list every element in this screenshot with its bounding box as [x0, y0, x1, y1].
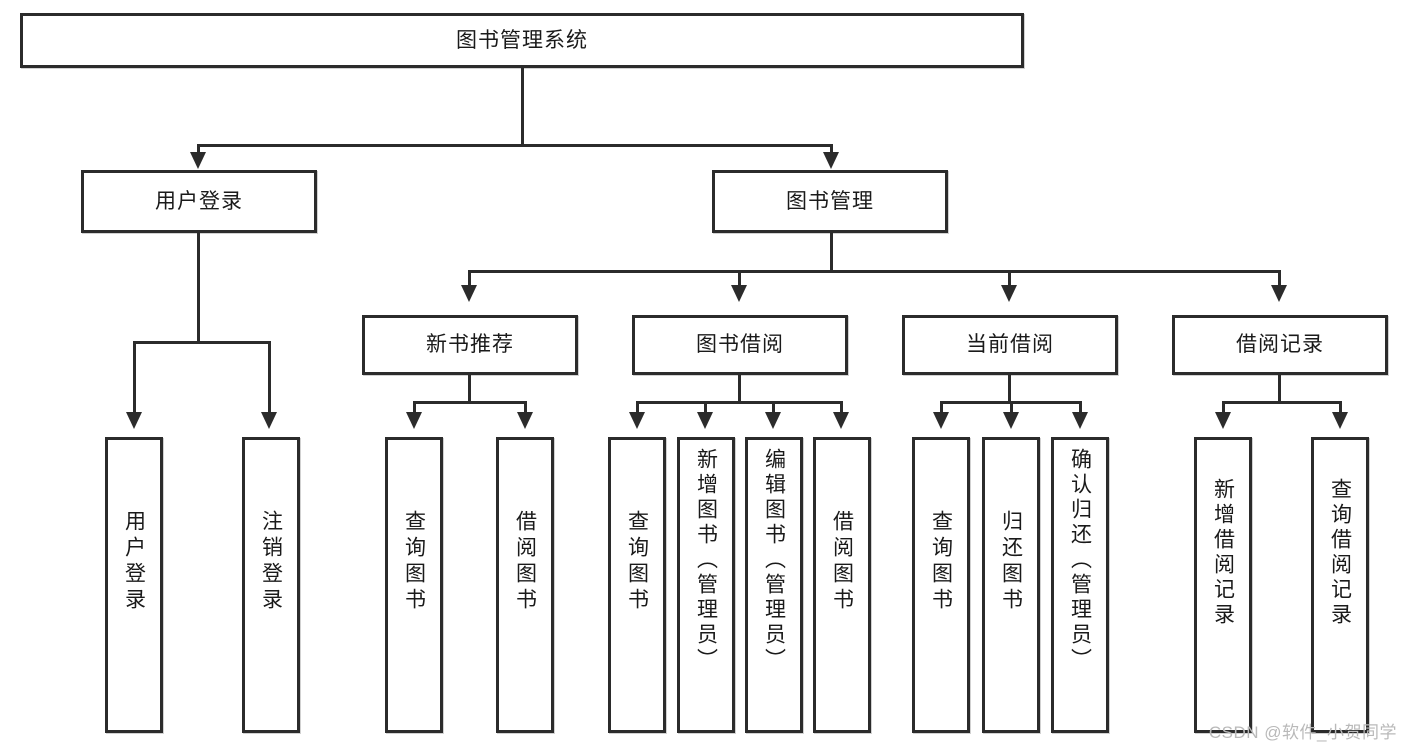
- arrow-bookborrow-leaf-3: [765, 412, 781, 429]
- arrow-currentborrow-leaf-2: [1003, 412, 1019, 429]
- node-label: 图书借阅: [696, 333, 784, 357]
- arrow-to-current-borrow: [1001, 285, 1017, 302]
- connector-user-login-stem: [197, 233, 200, 343]
- connector-new-book-stem: [468, 375, 471, 403]
- leaf-query-book-recommend[interactable]: 查询图书: [385, 437, 443, 733]
- connector-book-borrow-stem: [738, 375, 741, 403]
- connector-new-book-bus: [413, 401, 527, 404]
- node-label: 借阅记录: [1236, 333, 1324, 357]
- node-label: 新书推荐: [426, 333, 514, 357]
- arrow-newbook-leaf-1: [406, 412, 422, 429]
- node-label: 当前借阅: [966, 333, 1054, 357]
- arrow-borrowrecord-leaf-1: [1215, 412, 1231, 429]
- node-label: 用户登录: [122, 510, 146, 614]
- connector-user-login-bus: [133, 341, 271, 344]
- node-label: 新增借阅记录: [1211, 478, 1235, 628]
- leaf-logout[interactable]: 注销登录: [242, 437, 300, 733]
- connector-to-new-book: [468, 270, 471, 292]
- connector-borrowrecord-leaf-2: [1339, 401, 1342, 419]
- connector-to-leaf-logout: [268, 341, 271, 419]
- arrow-currentborrow-leaf-3: [1072, 412, 1088, 429]
- connector-to-current-borrow: [1008, 270, 1011, 292]
- node-label: 注销登录: [259, 510, 283, 614]
- node-book-management[interactable]: 图书管理: [712, 170, 948, 233]
- node-root-system[interactable]: 图书管理系统: [20, 13, 1024, 68]
- node-user-login[interactable]: 用户登录: [81, 170, 317, 233]
- arrow-to-book-borrow: [731, 285, 747, 302]
- connector-to-borrow-record: [1278, 270, 1281, 292]
- leaf-borrow-book[interactable]: 借阅图书: [813, 437, 871, 733]
- arrow-borrowrecord-leaf-2: [1332, 412, 1348, 429]
- csdn-watermark: CSDN @软件_小贺同学: [1208, 723, 1397, 742]
- node-current-borrow[interactable]: 当前借阅: [902, 315, 1118, 375]
- connector-borrow-record-bus: [1222, 401, 1342, 404]
- node-label: 借阅图书: [513, 510, 537, 614]
- leaf-edit-book-admin[interactable]: 编辑图书（管理员）: [745, 437, 803, 733]
- node-new-book-recommend[interactable]: 新书推荐: [362, 315, 578, 375]
- connector-newbook-leaf-2: [524, 401, 527, 419]
- arrow-bookborrow-leaf-4: [833, 412, 849, 429]
- connector-book-borrow-bus: [636, 401, 841, 404]
- node-label: 查询借阅记录: [1328, 478, 1352, 628]
- connector-currentborrow-leaf-1: [940, 401, 943, 419]
- node-label: 归还图书: [999, 510, 1023, 614]
- connector-bookborrow-leaf-3: [772, 401, 775, 419]
- arrow-to-book-manage: [823, 152, 839, 169]
- node-label: 查询图书: [625, 510, 649, 614]
- connector-bookborrow-leaf-4: [840, 401, 843, 419]
- connector-root-stem: [521, 68, 524, 146]
- arrow-currentborrow-leaf-1: [933, 412, 949, 429]
- arrow-to-borrow-record: [1271, 285, 1287, 302]
- node-label: 用户登录: [155, 189, 243, 213]
- connector-book-manage-stem: [830, 233, 833, 273]
- arrow-to-user-login: [190, 152, 206, 169]
- node-label: 图书管理: [786, 189, 874, 213]
- connector-borrowrecord-leaf-1: [1222, 401, 1225, 419]
- connector-currentborrow-leaf-2: [1010, 401, 1013, 419]
- connector-currentborrow-leaf-3: [1079, 401, 1082, 419]
- node-label: 查询图书: [402, 510, 426, 614]
- arrow-bookborrow-leaf-2: [697, 412, 713, 429]
- node-book-borrow[interactable]: 图书借阅: [632, 315, 848, 375]
- connector-borrow-record-stem: [1278, 375, 1281, 403]
- arrow-bookborrow-leaf-1: [629, 412, 645, 429]
- connector-newbook-leaf-1: [413, 401, 416, 419]
- connector-level2-bus: [468, 270, 1280, 273]
- node-label: 图书管理系统: [456, 28, 588, 52]
- leaf-query-book-borrow[interactable]: 查询图书: [608, 437, 666, 733]
- leaf-return-book[interactable]: 归还图书: [982, 437, 1040, 733]
- arrow-newbook-leaf-2: [517, 412, 533, 429]
- node-label: 新增图书（管理员）: [694, 448, 718, 673]
- leaf-borrow-book-recommend[interactable]: 借阅图书: [496, 437, 554, 733]
- leaf-add-borrow-record[interactable]: 新增借阅记录: [1194, 437, 1252, 733]
- node-label: 编辑图书（管理员）: [762, 448, 786, 673]
- leaf-confirm-return-admin[interactable]: 确认归还（管理员）: [1051, 437, 1109, 733]
- connector-bookborrow-leaf-2: [704, 401, 707, 419]
- leaf-add-book-admin[interactable]: 新增图书（管理员）: [677, 437, 735, 733]
- connector-level1-bus: [197, 144, 833, 147]
- node-label: 查询图书: [929, 510, 953, 614]
- arrow-to-new-book: [461, 285, 477, 302]
- leaf-query-book-current[interactable]: 查询图书: [912, 437, 970, 733]
- arrow-to-leaf-logout: [261, 412, 277, 429]
- connector-to-book-borrow: [738, 270, 741, 292]
- leaf-query-borrow-record[interactable]: 查询借阅记录: [1311, 437, 1369, 733]
- connector-current-borrow-stem: [1008, 375, 1011, 403]
- node-label: 确认归还（管理员）: [1068, 448, 1092, 673]
- connector-to-leaf-user-login: [133, 341, 136, 419]
- leaf-user-login[interactable]: 用户登录: [105, 437, 163, 733]
- node-label: 借阅图书: [830, 510, 854, 614]
- node-borrow-record[interactable]: 借阅记录: [1172, 315, 1388, 375]
- connector-bookborrow-leaf-1: [636, 401, 639, 419]
- arrow-to-leaf-user-login: [126, 412, 142, 429]
